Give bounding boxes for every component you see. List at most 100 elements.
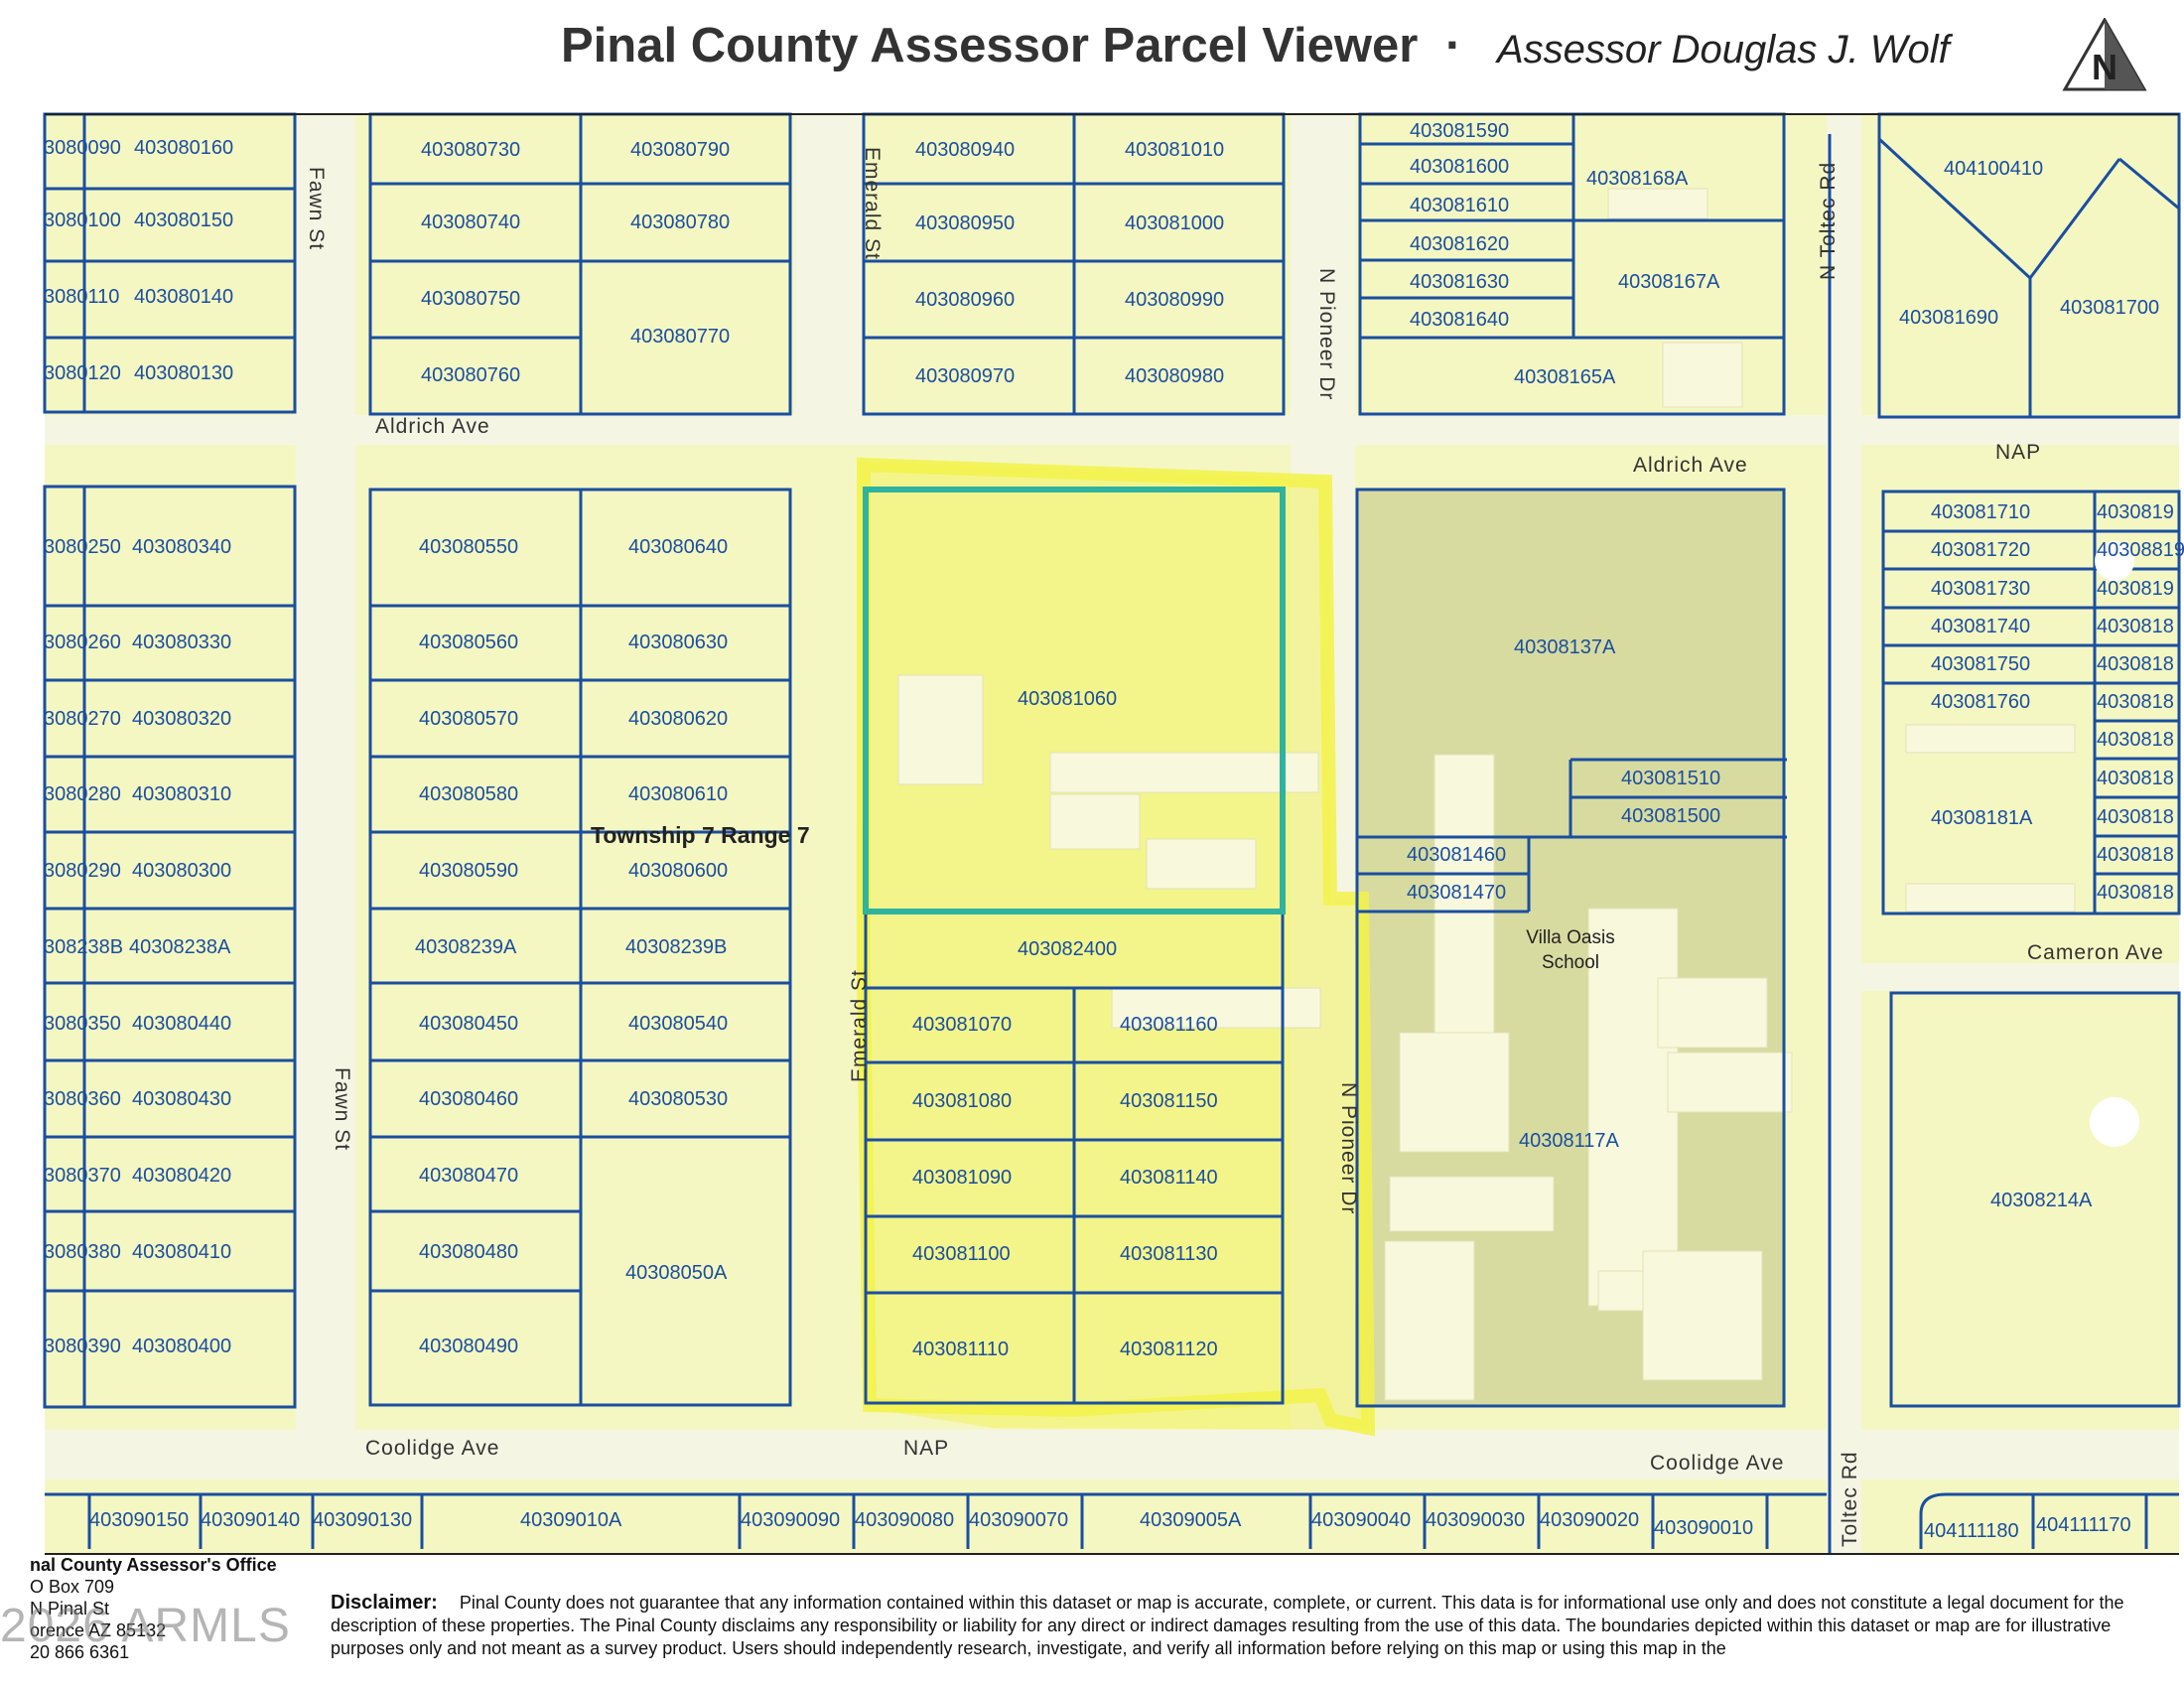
parcel-label: 40308181A	[1931, 807, 2033, 829]
parcel-label: 40309005A	[1140, 1509, 1242, 1531]
title-text: Pinal County Assessor Parcel Viewer	[561, 19, 1419, 72]
parcel-label: 403080590	[419, 860, 518, 882]
street-label-nap: NAP	[1995, 441, 2041, 464]
road-coolidge-ave	[45, 1430, 2179, 1479]
office-line: orence AZ 85132	[30, 1620, 167, 1640]
building	[897, 674, 984, 785]
parcel-label: 403081600	[1410, 156, 1509, 178]
parcel-label: 403080620	[628, 708, 728, 730]
parcel-label: 403090020	[1540, 1509, 1639, 1531]
parcel-label: 403090040	[1311, 1509, 1411, 1531]
parcel-label: 403080790	[630, 139, 730, 161]
building	[1657, 977, 1768, 1049]
parcel-label: 403090080	[855, 1509, 954, 1531]
parcel-label: 4030818	[2097, 616, 2174, 637]
parcel-label: 403080990	[1125, 289, 1224, 311]
parcel-label: 403080750	[421, 288, 520, 310]
parcel-label: 403081510	[1621, 768, 1720, 789]
parcel-label: 4030819	[2097, 578, 2174, 600]
building	[1384, 1240, 1475, 1401]
parcel-label: 403080130	[134, 362, 233, 384]
parcel-label: 403080300	[132, 860, 231, 882]
building	[1146, 838, 1257, 890]
area-labels: Township 7 Range 7 Villa Oasis School	[591, 822, 1615, 973]
highlight-stroke	[857, 457, 1376, 1437]
building	[1389, 1176, 1555, 1232]
parcel-label: 403080460	[419, 1088, 518, 1110]
parcel-label: 403080320	[132, 708, 231, 730]
office-line: 20 866 6361	[30, 1642, 130, 1662]
building	[1587, 908, 1679, 1307]
road-cameron-ave	[1861, 963, 2179, 991]
parcel-label: 40308819	[2097, 539, 2184, 561]
parcel-label: 4030818	[2097, 806, 2174, 828]
building	[1642, 1250, 1763, 1381]
parcel-label: 403090030	[1426, 1509, 1525, 1531]
parcel-label: 3080360	[44, 1088, 121, 1110]
parcel-label: 404111180	[1924, 1520, 2019, 1542]
parcel-label: 403081150	[1120, 1090, 1218, 1112]
parcel-label: 403081590	[1410, 120, 1509, 142]
township-label: Township 7 Range 7	[591, 822, 810, 848]
street-label-toltec-rd: Toltec Rd	[1839, 1451, 1861, 1547]
parcel-label: 403090140	[201, 1509, 300, 1531]
parcel-label: 403081730	[1931, 578, 2030, 600]
street-label-cameron-ave: Cameron Ave	[2027, 941, 2164, 964]
parcel-label: 4030818	[2097, 653, 2174, 675]
disclaimer-label: Disclaimer:	[331, 1592, 438, 1614]
parcel-label: 3080290	[44, 860, 121, 882]
street-label-n-toltec-rd: N Toltec Rd	[1817, 162, 1840, 280]
parcel-label: 40308050A	[625, 1262, 728, 1284]
road-toltec	[1827, 114, 1861, 1554]
parcel-label: 403081010	[1125, 139, 1224, 161]
parcel-label: 3080350	[44, 1013, 121, 1035]
street-label-emerald-st: Emerald St	[848, 969, 871, 1082]
parcel-label: 403081740	[1931, 616, 2030, 637]
street-label-coolidge-ave: Coolidge Ave	[1650, 1452, 1784, 1475]
office-line: N Pinal St	[30, 1599, 110, 1618]
parcel-label: 403080310	[132, 783, 231, 805]
parcel-label: 403090150	[89, 1509, 189, 1531]
map-marker	[2095, 541, 2134, 581]
parcel-label: 3080250	[44, 536, 121, 558]
title-separator: ·	[1444, 19, 1462, 72]
parcel-label: 403080140	[134, 286, 233, 308]
parcel-label: 3080280	[44, 783, 121, 805]
parcel-label: 403080560	[419, 632, 518, 653]
parcel-label: 403090010	[1654, 1517, 1753, 1539]
building	[1049, 793, 1141, 850]
parcel-label: 403080450	[419, 1013, 518, 1035]
building	[1607, 188, 1708, 219]
parcel-map[interactable]: Fawn St Fawn St Emerald St Emerald St N …	[0, 0, 2184, 1569]
parcel-label: 404100410	[1944, 158, 2043, 180]
street-labels: Fawn St Fawn St Emerald St Emerald St N …	[305, 147, 2164, 1547]
parcel-label: 40308239A	[415, 936, 517, 958]
buildings	[897, 188, 2076, 1401]
parcel-line	[1919, 1492, 2179, 1549]
school-word-label: School	[1542, 952, 1599, 973]
parcel-label: 403081630	[1410, 271, 1509, 293]
parcel-label: 403080610	[628, 783, 728, 805]
building	[1111, 987, 1321, 1029]
street-label-emerald-st: Emerald St	[861, 147, 884, 260]
parcel-labels: 3080090 403080160 3080100 403080150 3080…	[44, 120, 2184, 1542]
parcel-label: 403081120	[1120, 1338, 1218, 1360]
parcel-label: 4030818	[2097, 882, 2174, 904]
parcel-label: 40308214A	[1990, 1190, 2093, 1211]
parcel-label: 403080600	[628, 860, 728, 882]
parcel-label: 403082400	[1018, 938, 1117, 960]
parcel-label: 40308238A	[129, 936, 231, 958]
building	[1433, 754, 1495, 1063]
north-arrow-icon: N	[2062, 18, 2147, 91]
parcel-label: 403081460	[1407, 844, 1506, 866]
parcel-label: 3080100	[44, 210, 121, 231]
parcel-label: 403081080	[912, 1090, 1012, 1112]
school-name-label: Villa Oasis	[1526, 927, 1614, 948]
street-label-coolidge-ave: Coolidge Ave	[365, 1437, 499, 1460]
building	[1905, 883, 2076, 913]
parcel-label: 403080430	[132, 1088, 231, 1110]
parcel-label: 403080330	[132, 632, 231, 653]
parcel-label: 308238B	[44, 936, 123, 958]
parcel-label: 403080440	[132, 1013, 231, 1035]
building	[1597, 1270, 1644, 1312]
